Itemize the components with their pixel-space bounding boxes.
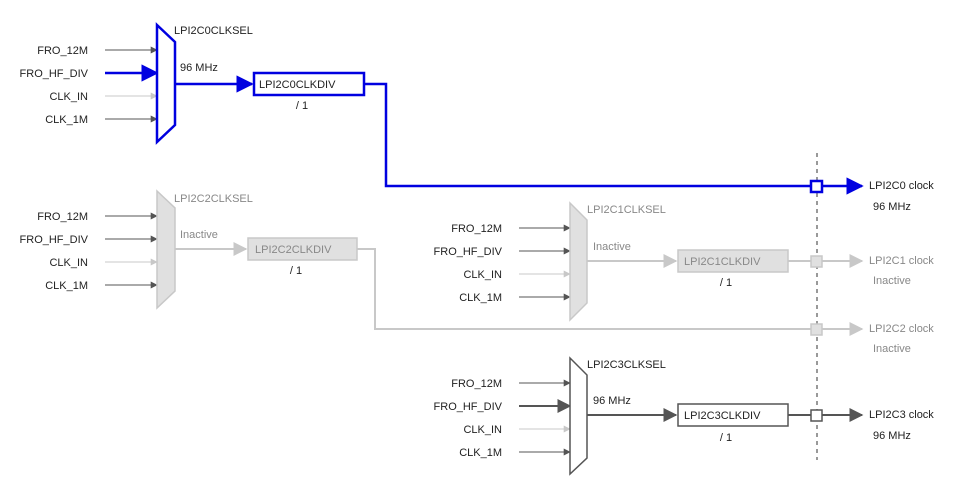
lpi2c2-input-fro12m-label: FRO_12M bbox=[37, 211, 88, 223]
lpi2c1-input-clkin-label: CLK_IN bbox=[463, 269, 502, 281]
lpi2c2-output-state: Inactive bbox=[873, 343, 911, 355]
lpi2c2-gate[interactable] bbox=[810, 323, 823, 336]
lpi2c2-mux-label: LPI2C2CLKSEL bbox=[174, 193, 253, 205]
lpi2c2-output-label: LPI2C2 clock bbox=[869, 323, 934, 335]
lpi2c3-input-frohfdiv-label: FRO_HF_DIV bbox=[434, 401, 503, 413]
lpi2c0-group: FRO_12M FRO_HF_DIV CLK_IN CLK_1M LPI2C0C… bbox=[20, 22, 934, 213]
lpi2c3-input-clk1m-label: CLK_1M bbox=[459, 447, 502, 459]
lpi2c3-divider-ratio: / 1 bbox=[720, 432, 732, 444]
lpi2c0-output-label: LPI2C0 clock bbox=[869, 180, 934, 192]
lpi2c2-input-clk1m-label: CLK_1M bbox=[45, 280, 88, 292]
lpi2c1-mux-label: LPI2C1CLKSEL bbox=[587, 204, 666, 216]
lpi2c0-input-clk1m-label: CLK_1M bbox=[45, 114, 88, 126]
lpi2c1-divider-ratio: / 1 bbox=[720, 277, 732, 289]
lpi2c2-group: FRO_12M FRO_HF_DIV CLK_IN CLK_1M LPI2C2C… bbox=[20, 189, 934, 355]
lpi2c3-output-label: LPI2C3 clock bbox=[869, 409, 934, 421]
lpi2c2-divider-label: LPI2C2CLKDIV bbox=[255, 244, 332, 256]
lpi2c2-input-clkin-label: CLK_IN bbox=[49, 257, 88, 269]
lpi2c2-input-frohfdiv-label: FRO_HF_DIV bbox=[20, 234, 89, 246]
lpi2c3-output-freq: 96 MHz bbox=[873, 430, 911, 442]
lpi2c2-mux[interactable] bbox=[156, 189, 176, 310]
lpi2c1-gate[interactable] bbox=[810, 255, 823, 268]
lpi2c2-output-wire bbox=[357, 248, 811, 330]
lpi2c1-mux[interactable] bbox=[569, 201, 588, 322]
lpi2c3-mux-label: LPI2C3CLKSEL bbox=[587, 359, 666, 371]
lpi2c3-group: FRO_12M FRO_HF_DIV CLK_IN CLK_1M LPI2C3C… bbox=[434, 356, 934, 476]
lpi2c0-input-clkin-label: CLK_IN bbox=[49, 91, 88, 103]
lpi2c3-input-fro12m-label: FRO_12M bbox=[451, 378, 502, 390]
lpi2c0-gate[interactable] bbox=[809, 179, 824, 194]
lpi2c1-group: FRO_12M FRO_HF_DIV CLK_IN CLK_1M LPI2C1C… bbox=[434, 201, 934, 322]
lpi2c1-mux-state: Inactive bbox=[593, 241, 631, 253]
lpi2c0-input-fro12m-label: FRO_12M bbox=[37, 45, 88, 57]
lpi2c3-input-clkin-label: CLK_IN bbox=[463, 424, 502, 436]
lpi2c0-output-freq: 96 MHz bbox=[873, 201, 911, 213]
lpi2c0-output-wire bbox=[364, 82, 811, 188]
lpi2c3-mux-freq: 96 MHz bbox=[593, 395, 631, 407]
lpi2c2-mux-state: Inactive bbox=[180, 229, 218, 241]
lpi2c0-mux[interactable] bbox=[155, 22, 177, 145]
lpi2c1-divider-label: LPI2C1CLKDIV bbox=[684, 256, 761, 268]
lpi2c1-input-frohfdiv-label: FRO_HF_DIV bbox=[434, 246, 503, 258]
lpi2c1-output-state: Inactive bbox=[873, 275, 911, 287]
lpi2c0-input-frohfdiv-label: FRO_HF_DIV bbox=[20, 68, 89, 80]
lpi2c1-input-fro12m-label: FRO_12M bbox=[451, 223, 502, 235]
lpi2c3-gate[interactable] bbox=[810, 409, 823, 422]
lpi2c0-mux-label: LPI2C0CLKSEL bbox=[174, 25, 253, 37]
lpi2c2-divider-ratio: / 1 bbox=[290, 265, 302, 277]
lpi2c0-divider-label: LPI2C0CLKDIV bbox=[259, 79, 336, 91]
lpi2c1-input-clk1m-label: CLK_1M bbox=[459, 292, 502, 304]
lpi2c3-mux[interactable] bbox=[569, 356, 588, 476]
lpi2c0-mux-freq: 96 MHz bbox=[180, 62, 218, 74]
lpi2c1-output-label: LPI2C1 clock bbox=[869, 255, 934, 267]
lpi2c0-divider-ratio: / 1 bbox=[296, 100, 308, 112]
lpi2c3-divider-label: LPI2C3CLKDIV bbox=[684, 410, 761, 422]
